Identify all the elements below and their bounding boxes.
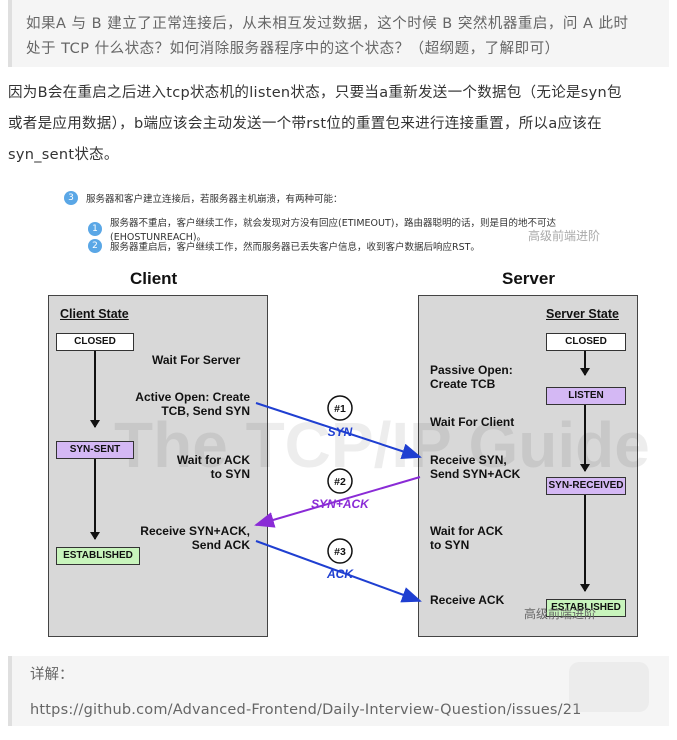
server-label-passive-open: Create TCB bbox=[430, 377, 496, 391]
message-2-circle bbox=[327, 468, 353, 494]
client-down-arrow bbox=[90, 351, 100, 428]
note-2: 2 服务器重启后，客户继续工作，然而服务器已丢失客户信息，收到客户数据后响应RS… bbox=[88, 239, 480, 253]
server-down-arrow bbox=[580, 351, 590, 376]
note-2-text: 服务器重启后，客户继续工作，然而服务器已丢失客户信息，收到客户数据后响应RST。 bbox=[110, 242, 480, 253]
server-panel bbox=[418, 295, 638, 637]
server-state-established: ESTABLISHED bbox=[546, 599, 626, 617]
syn-arrow bbox=[255, 402, 422, 459]
client-title: Client bbox=[130, 269, 178, 288]
client-label-wait-ack: Wait for ACK bbox=[176, 453, 250, 467]
answer-line-3: syn_sent状态。 bbox=[8, 147, 119, 163]
client-label-active-open: TCB, Send SYN bbox=[161, 404, 250, 418]
ack-arrow bbox=[255, 540, 422, 603]
question-quote: 如果A 与 B 建立了正常连接后，从未相互发过数据，这个时候 B 突然机器重启，… bbox=[8, 0, 669, 67]
note-number-badge: 2 bbox=[88, 239, 102, 253]
message-3-number: #3 bbox=[334, 546, 346, 558]
message-2-number: #2 bbox=[334, 476, 346, 488]
client-state-heading: Client State bbox=[60, 307, 129, 321]
server-state-heading: Server State bbox=[546, 307, 619, 321]
client-label-receive: Receive SYN+ACK, bbox=[140, 524, 250, 538]
server-state-listen: LISTEN bbox=[546, 387, 626, 405]
server-label-passive-open: Passive Open: bbox=[430, 363, 513, 377]
client-panel bbox=[48, 295, 268, 637]
server-label-receive-syn: Send SYN+ACK bbox=[430, 467, 521, 481]
figure-notes: 3 服务器和客户建立连接后，若服务器主机崩溃，有两种可能： 1 服务器不重启，客… bbox=[60, 183, 640, 253]
client-state-established: ESTABLISHED bbox=[56, 547, 140, 565]
client-label-active-open: Active Open: Create bbox=[135, 390, 250, 404]
detail-label: 详解： bbox=[30, 667, 74, 683]
question-line-1: 如果A 与 B 建立了正常连接后，从未相互发过数据，这个时候 B 突然机器重启，… bbox=[26, 16, 629, 32]
corner-watermark bbox=[569, 662, 649, 712]
client-label-receive: Send ACK bbox=[191, 538, 250, 552]
client-down-arrow bbox=[90, 459, 100, 540]
server-down-arrow bbox=[580, 405, 590, 472]
client-state-closed: CLOSED bbox=[56, 333, 134, 351]
note-number-badge: 1 bbox=[88, 222, 102, 236]
message-2-label: SYN+ACK bbox=[311, 497, 369, 511]
message-1-number: #1 bbox=[334, 403, 346, 415]
message-3-circle bbox=[327, 538, 353, 564]
note-1-text: 服务器不重启，客户继续工作，就会发现对方没有回应(ETIMEOUT)，路由器聪明… bbox=[110, 218, 556, 243]
client-label-wait-server: Wait For Server bbox=[152, 353, 241, 367]
message-1-label: SYN bbox=[327, 425, 353, 439]
detail-quote: 详解： https://github.com/Advanced-Frontend… bbox=[8, 656, 669, 726]
note-header: 3 服务器和客户建立连接后，若服务器主机崩溃，有两种可能： bbox=[64, 191, 343, 205]
server-state-closed: CLOSED bbox=[546, 333, 626, 351]
answer-line-1: 因为B会在重启之后进入tcp状态机的listen状态，只要当a重新发送一个数据包… bbox=[8, 85, 622, 101]
message-arrows bbox=[254, 395, 422, 603]
message-1-circle bbox=[327, 395, 353, 421]
answer-line-2: 或者是应用数据），b端应该会主动发送一个带rst位的重置包来进行连接重置，所以a… bbox=[8, 116, 602, 132]
tcp-handshake-figure: 3 服务器和客户建立连接后，若服务器主机崩溃，有两种可能： 1 服务器不重启，客… bbox=[44, 183, 650, 638]
client-state-syn-sent: SYN-SENT bbox=[56, 441, 134, 459]
syn-ack-arrow bbox=[254, 476, 421, 528]
message-3-label: ACK bbox=[327, 567, 353, 581]
watermark-text: 高级前端进阶 bbox=[528, 229, 601, 243]
server-label-wait-ack: Wait for ACK bbox=[430, 524, 504, 538]
note-number-badge: 3 bbox=[64, 191, 78, 205]
client-label-wait-ack: to SYN bbox=[210, 467, 250, 481]
watermark-text: 高级前端进阶 bbox=[524, 607, 597, 621]
detail-link[interactable]: https://github.com/Advanced-Frontend/Dai… bbox=[30, 702, 582, 718]
server-down-arrow bbox=[580, 495, 590, 592]
server-state-syn-received: SYN-RECEIVED bbox=[546, 477, 626, 495]
server-label-receive-syn: Receive SYN, bbox=[430, 453, 507, 467]
server-label-receive-ack: Receive ACK bbox=[430, 593, 505, 607]
server-label-wait-ack: to SYN bbox=[430, 538, 470, 552]
question-line-2: 处于 TCP 什么状态？如何消除服务器程序中的这个状态？（超纲题，了解即可） bbox=[26, 41, 560, 57]
note-header-text: 服务器和客户建立连接后，若服务器主机崩溃，有两种可能： bbox=[86, 194, 343, 205]
note-1: 1 服务器不重启，客户继续工作，就会发现对方没有回应(ETIMEOUT)，路由器… bbox=[88, 215, 640, 243]
server-label-wait-client: Wait For Client bbox=[430, 415, 515, 429]
answer-paragraph: 因为B会在重启之后进入tcp状态机的listen状态，只要当a重新发送一个数据包… bbox=[8, 78, 668, 171]
server-title: Server bbox=[502, 269, 555, 288]
